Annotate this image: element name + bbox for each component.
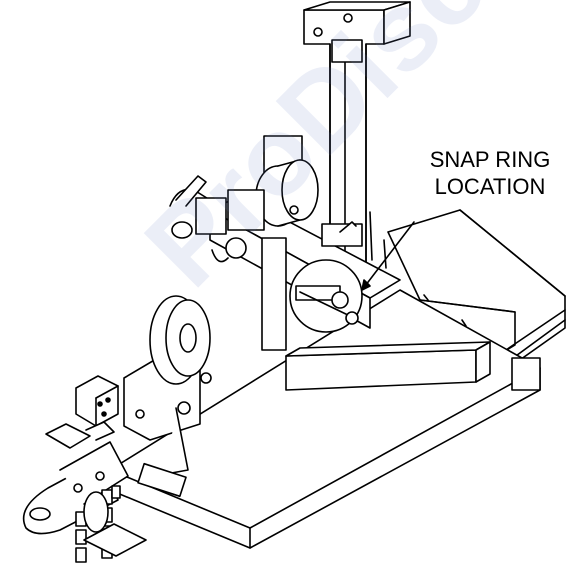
callout-line-2: LOCATION xyxy=(434,174,546,199)
callout-leader-arrow xyxy=(361,221,415,291)
jack-foot-pad xyxy=(83,491,147,557)
winch xyxy=(123,295,212,441)
junction-box xyxy=(75,375,119,427)
snap-ring-callout: SNAP RING LOCATION xyxy=(412,146,568,200)
jack-wheel xyxy=(225,135,319,259)
coupler-lever xyxy=(45,421,115,449)
t-bar xyxy=(261,237,491,391)
vertical-mast xyxy=(303,1,411,301)
winch-crank xyxy=(137,407,189,498)
tube-pins xyxy=(289,205,387,269)
base-plate xyxy=(387,209,566,375)
ball-coupler xyxy=(22,441,129,535)
wheel-handle xyxy=(169,175,229,263)
snap-ring-detail xyxy=(289,221,363,333)
callout-line-1: SNAP RING xyxy=(429,147,551,172)
